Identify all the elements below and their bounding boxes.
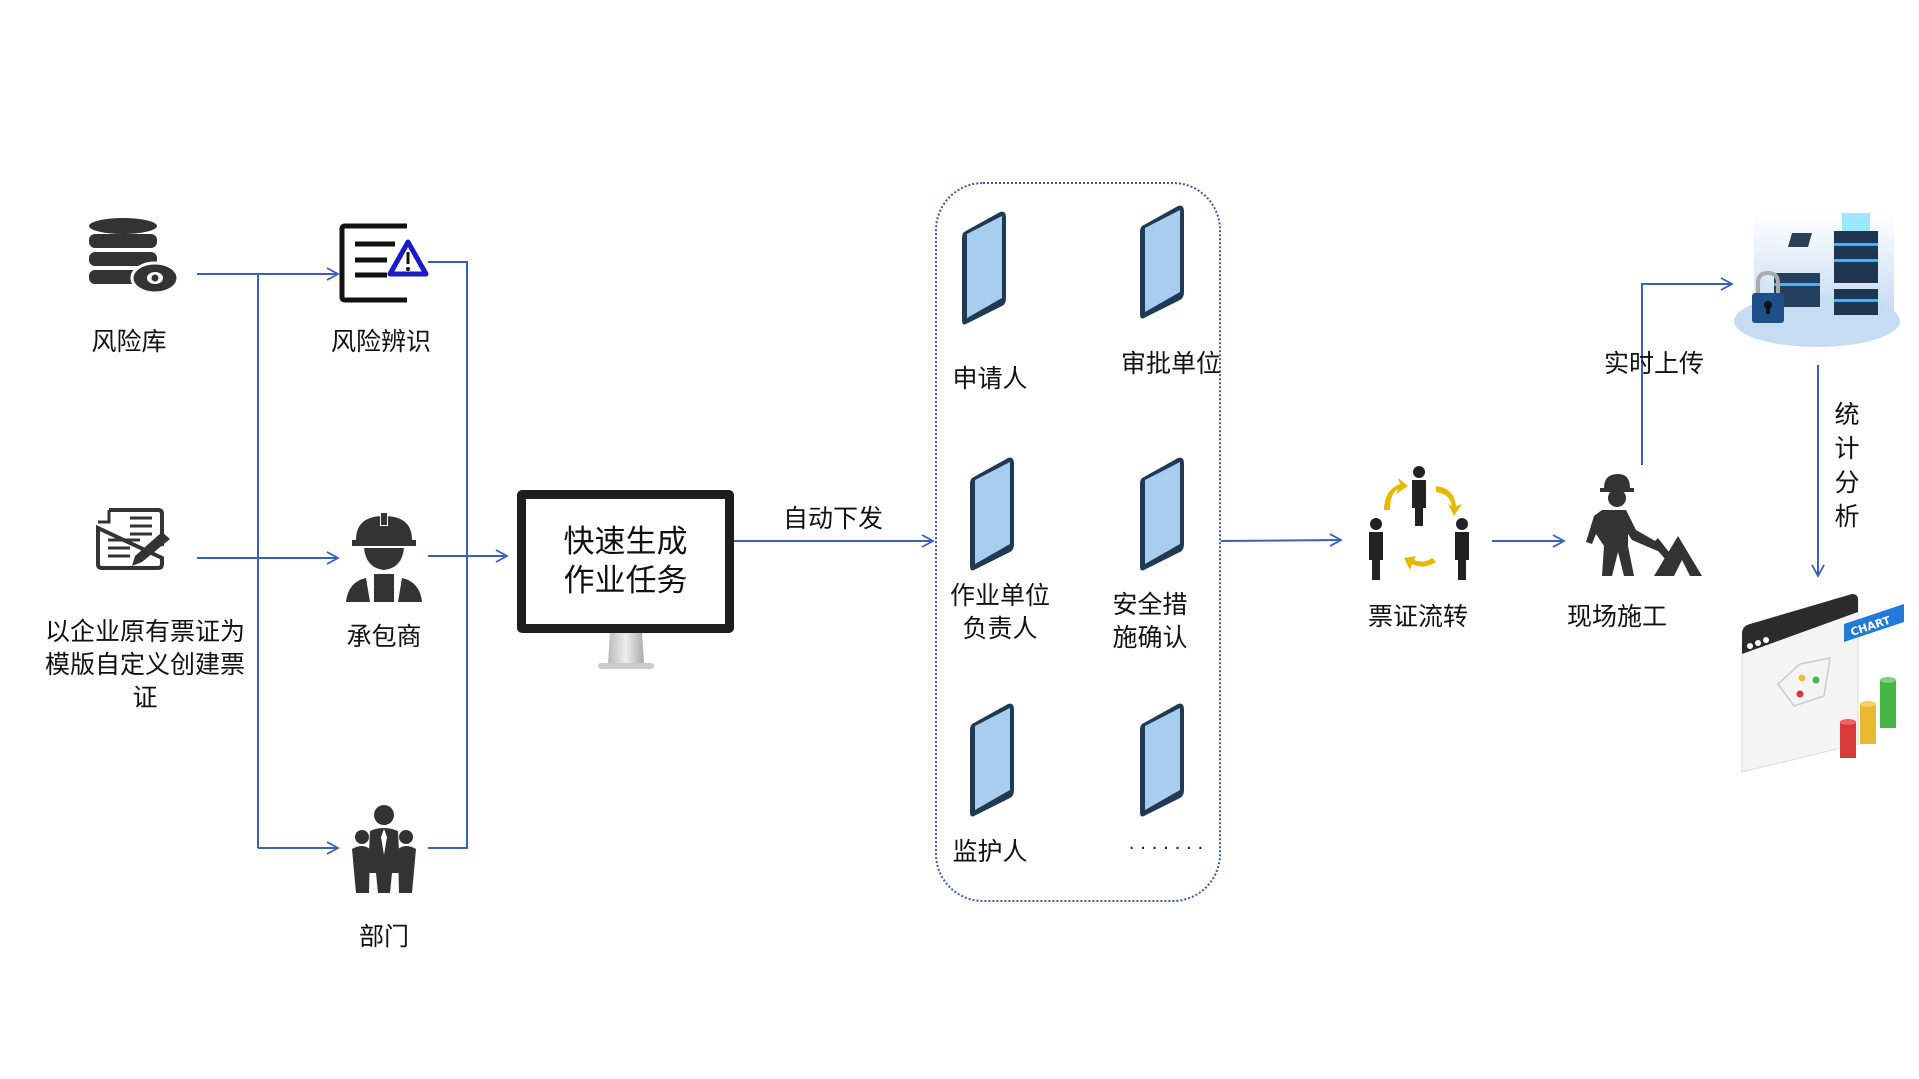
arrow-to-flow	[1220, 533, 1343, 547]
smartphone-icon	[1140, 703, 1184, 817]
people-cycle-icon	[1369, 466, 1469, 580]
template-label-line: 以企业原有票证为	[44, 617, 246, 646]
document-warning-icon	[339, 223, 429, 303]
smartphone-icon	[962, 211, 1006, 325]
monitor-text-line: 快速生成	[563, 523, 688, 560]
construction-worker-icon	[1586, 474, 1702, 576]
role-label-line: 施确认	[1112, 623, 1188, 652]
role-label-line: 安全措	[1112, 590, 1188, 619]
database-eye-icon	[89, 218, 179, 295]
risk-db-label: 风险库	[91, 327, 167, 356]
stats-label-char: 分	[1834, 468, 1860, 497]
monitor-text-line: 作业任务	[563, 562, 688, 599]
role-label-more: · · · · · · ·	[1128, 838, 1204, 859]
smartphone-icon	[1140, 457, 1184, 571]
role-label-guardian: 监护人	[952, 837, 1028, 866]
risk-identify-label: 风险辨识	[330, 327, 432, 356]
smartphone-icon	[970, 703, 1014, 817]
server-cloud-icon	[1734, 213, 1900, 347]
people-group-icon	[352, 805, 416, 893]
flow-label: 票证流转	[1367, 602, 1469, 631]
stats-label-char: 析	[1834, 502, 1860, 531]
stats-label-char: 计	[1834, 434, 1860, 463]
arrow-upload	[1641, 277, 1734, 465]
role-label-applicant: 申请人	[952, 364, 1028, 393]
template-label-line: 模版自定义创建票	[44, 650, 246, 679]
stats-label-char: 统	[1834, 400, 1860, 429]
upload-label: 实时上传	[1603, 349, 1705, 378]
role-label-line: 负责人	[962, 614, 1038, 643]
contractor-label: 承包商	[346, 622, 422, 651]
role-label-safety: 安全措 施确认	[1112, 588, 1187, 654]
monitor-task-generator: 快速生成 作业任务	[517, 490, 734, 633]
template-label-line: 证	[132, 683, 158, 712]
stats-label: 统 计 分 析	[1832, 398, 1862, 534]
role-label-work-unit: 作业单位 负责人	[950, 579, 1050, 645]
smartphone-icon	[970, 457, 1014, 571]
department-label: 部门	[358, 922, 410, 951]
monitor-stand-icon	[598, 633, 654, 669]
construction-label: 现场施工	[1566, 602, 1668, 631]
roles-group-box	[935, 182, 1221, 902]
role-label-approver: 审批单位	[1120, 349, 1222, 378]
smartphone-icon	[1140, 205, 1184, 319]
role-label-line: 作业单位	[949, 581, 1051, 610]
chart-dashboard-icon: CHART	[1741, 594, 1904, 773]
template-label: 以企业原有票证为 模版自定义创建票 证	[45, 615, 245, 714]
document-edit-icon	[96, 508, 170, 570]
auto-dispatch-label: 自动下发	[782, 504, 884, 533]
worker-helmet-icon	[346, 512, 422, 602]
monitor-screen: 快速生成 作业任务	[526, 499, 725, 624]
